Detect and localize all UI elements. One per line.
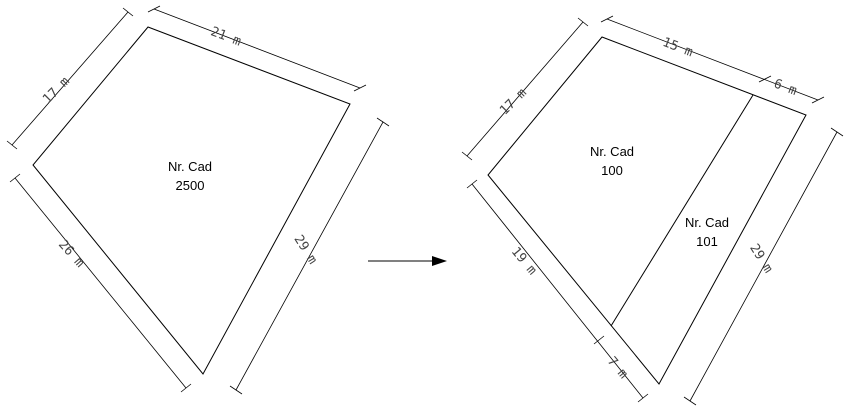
right-arrow-icon <box>368 256 447 266</box>
dim-left-top-label: 17 m <box>40 74 73 107</box>
parcel-100-name: Nr. Cad <box>590 144 634 159</box>
subdivided-parcels: 15 m 6 m 17 m 19 m 7 m 29 m Nr. Cad 10 <box>461 15 844 406</box>
original-parcel: 21 m 17 m 26 m 29 m Nr. Cad 2500 <box>6 5 390 395</box>
parcel-2500-number: 2500 <box>176 178 205 193</box>
dim-right-label: 29 m <box>291 232 320 267</box>
dim-top-a-label: 15 m <box>660 35 695 60</box>
parcel-101-number: 101 <box>696 234 718 249</box>
dim-left-bottom-label-after: 19 m <box>508 244 540 278</box>
parcel-2500-outline <box>32 26 351 375</box>
dim-top-label: 21 m <box>208 24 243 49</box>
dim-left-top-after-label: 17 m <box>497 86 530 119</box>
dim-left-top: 17 m <box>6 7 134 150</box>
dim-left-bottom-split: 19 m 7 m <box>466 179 649 403</box>
dim-left-bottom: 26 m <box>9 173 192 393</box>
parcel-outer-outline <box>487 36 807 385</box>
dim-top-split: 15 m 6 m <box>600 15 825 104</box>
dim-top: 21 m <box>147 5 367 92</box>
dim-left-top-after: 17 m <box>461 17 589 161</box>
parcel-100-number: 100 <box>601 163 623 178</box>
dim-right-after: 29 m <box>683 127 844 406</box>
dim-right-after-label: 29 m <box>746 241 775 276</box>
division-line <box>610 94 754 327</box>
dim-right: 29 m <box>229 117 390 395</box>
dim-top-b-label: 6 m <box>772 76 799 98</box>
parcel-2500-name: Nr. Cad <box>168 159 212 174</box>
dim-left-bottom-label: 26 m <box>55 237 87 270</box>
parcel-101-name: Nr. Cad <box>685 215 729 230</box>
